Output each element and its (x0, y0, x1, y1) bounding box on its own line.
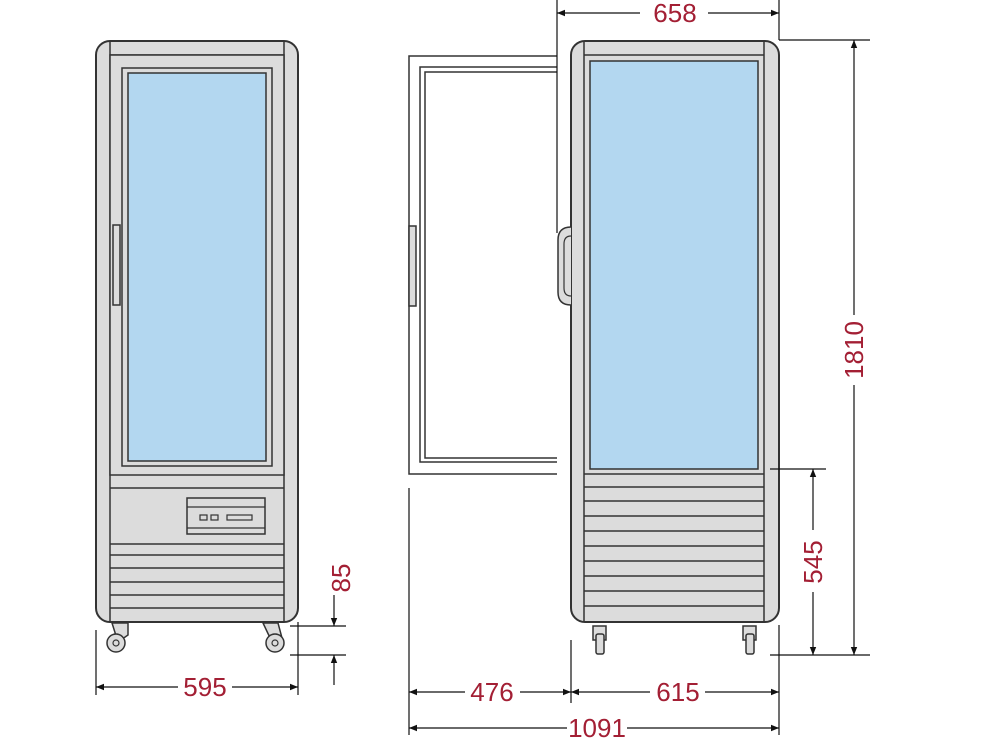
dimension-label-545: 545 (798, 540, 828, 583)
dimension-label-1810: 1810 (839, 321, 869, 379)
dimension-caster-height (290, 595, 346, 685)
dimension-front-width (95, 622, 299, 695)
dimension-depth-top (557, 0, 780, 40)
dimension-label-85: 85 (326, 564, 356, 593)
glass-panel (127, 72, 267, 462)
open-door-handle-icon (408, 225, 417, 307)
dimension-total-height (770, 39, 870, 656)
caster-side-left-icon (592, 625, 607, 655)
open-door (408, 55, 557, 735)
dimension-label-1091: 1091 (568, 713, 626, 743)
control-button-icon (210, 514, 219, 521)
caster-side-right-icon (742, 625, 757, 655)
dimension-label-658: 658 (653, 0, 696, 28)
dimension-bottom-depths (409, 625, 780, 735)
dimension-lower-panel-height (770, 468, 826, 655)
caster-left-icon (106, 622, 129, 653)
front-view (95, 40, 299, 653)
dimension-label-615: 615 (656, 677, 699, 707)
glass-panel-side (589, 60, 759, 470)
display-icon (226, 514, 253, 521)
door-handle-icon (112, 224, 121, 306)
caster-right-icon (261, 622, 285, 653)
dimension-label-595: 595 (183, 672, 226, 702)
dimension-label-476: 476 (470, 677, 513, 707)
control-button-icon (199, 514, 208, 521)
side-view (556, 0, 780, 655)
